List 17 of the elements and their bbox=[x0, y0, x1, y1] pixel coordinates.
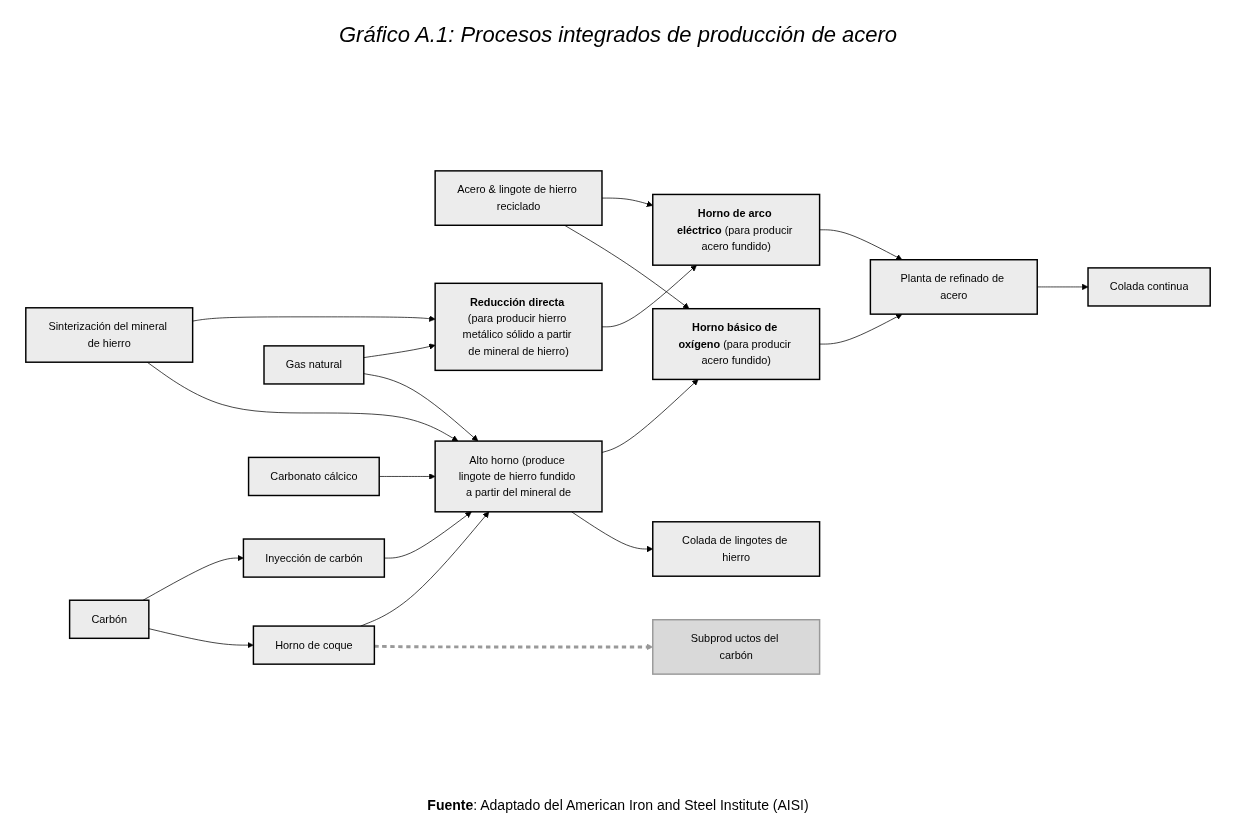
node-box: Colada continua bbox=[1087, 267, 1211, 307]
node-box: Subprod uctos del carbón bbox=[652, 619, 821, 675]
node-box: Acero & lingote de hierro reciclado bbox=[434, 170, 603, 226]
source-note: Fuente: Adaptado del American Iron and Steel Institute (AISI) bbox=[427, 797, 809, 813]
node-box: Sinterización del mineral de hierro bbox=[25, 307, 194, 363]
diagram-title: Gráfico A.1: Procesos integrados de producción de acero bbox=[338, 22, 898, 48]
node-box: Reducción directa (para producir hierro metálico sólido a partir de mineral de hierro) bbox=[434, 282, 603, 372]
node-box: Carbonato cálcico bbox=[247, 456, 380, 497]
node-box: Inyección de carbón bbox=[242, 538, 386, 578]
node-box: Alto horno (produce lingote de hierro fundido a partir del mineral de bbox=[434, 440, 603, 513]
node-box: Colada de lingotes de hierro bbox=[652, 521, 821, 577]
node-box: Horno de arco eléctrico (para producir acero fundido) bbox=[652, 193, 821, 266]
node-box: Carbón bbox=[68, 599, 150, 640]
node-box: Horno de coque bbox=[252, 625, 376, 665]
node-box: Planta de refinado de acero bbox=[869, 259, 1038, 315]
node-box: Horno básico de oxígeno (para producir acero fundido) bbox=[652, 307, 821, 381]
node-box: Gas natural bbox=[263, 345, 365, 385]
